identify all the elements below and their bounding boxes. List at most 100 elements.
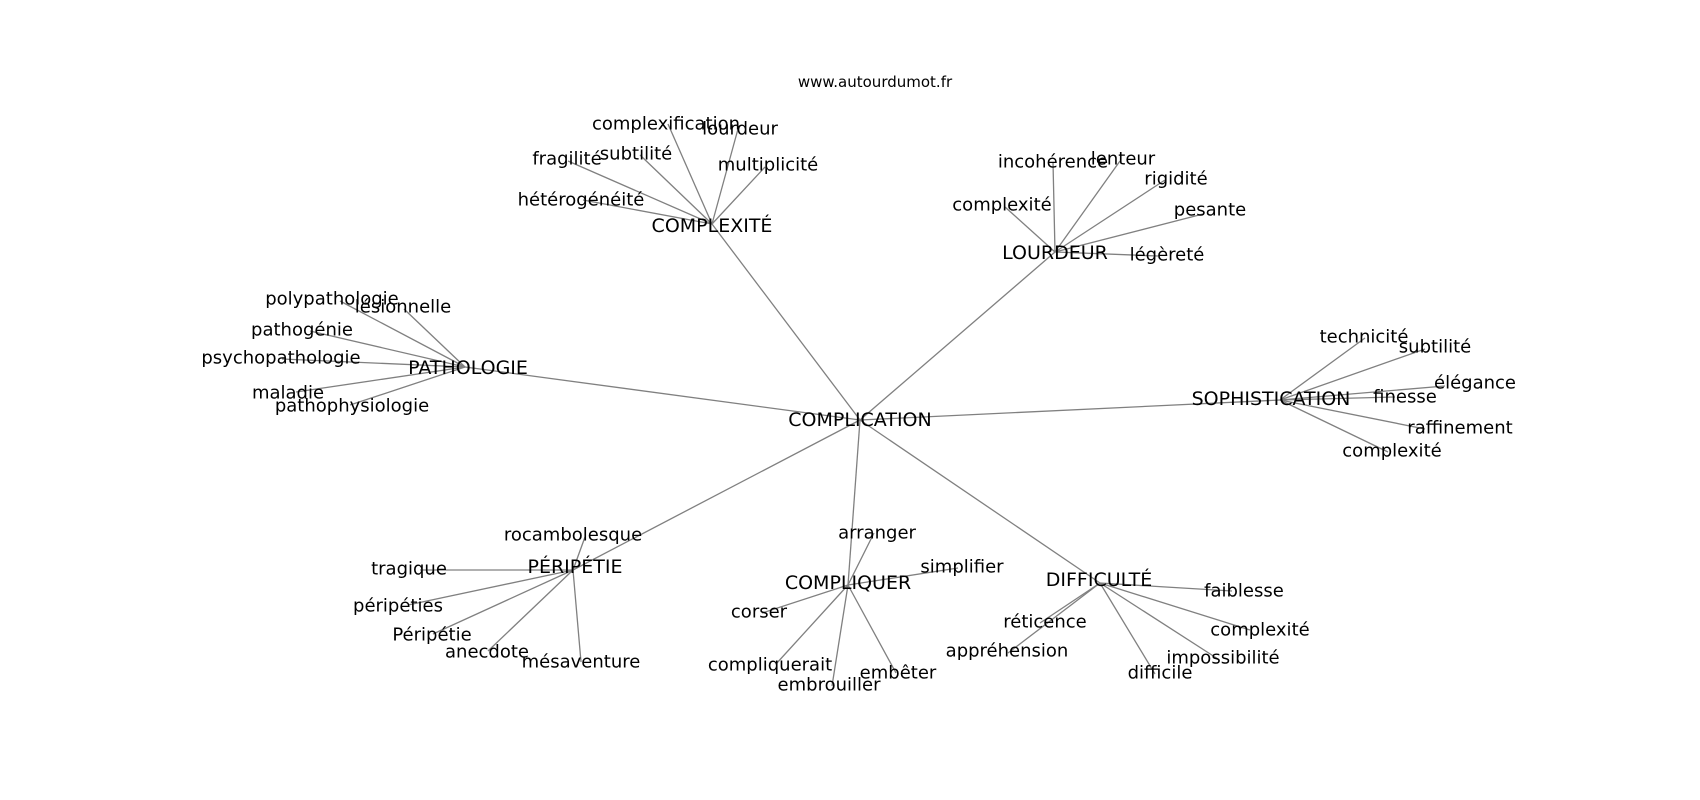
- edge-peripetie_hub-leaf-2: [407, 569, 574, 606]
- leaf-node-label[interactable]: Péripétie: [392, 625, 471, 646]
- edge-sophistication_hub-leaf-2: [1279, 385, 1446, 401]
- edge-difficulte_hub-leaf-0: [1099, 582, 1233, 592]
- edge-compliquer_hub-leaf-0: [847, 532, 875, 586]
- leaf-node-label[interactable]: psychopathologie: [201, 348, 360, 369]
- edge-difficulte_hub-leaf-1: [1039, 582, 1101, 624]
- edge-peripetie_hub-leaf-0: [572, 536, 586, 571]
- edge-complexite_hub-leaf-2: [639, 154, 713, 225]
- leaf-node-label[interactable]: hétérogénéité: [518, 190, 645, 211]
- leaf-node-label[interactable]: pathogénie: [251, 320, 353, 341]
- leaf-node-label[interactable]: complexification: [592, 114, 740, 135]
- leaf-node-label[interactable]: anecdote: [445, 642, 529, 663]
- edge-center-complexite_hub: [711, 223, 861, 421]
- leaf-node-label[interactable]: corser: [731, 602, 788, 623]
- hub-node-label[interactable]: DIFFICULTÉ: [1046, 568, 1152, 591]
- leaf-node-label[interactable]: élégance: [1434, 373, 1516, 394]
- edge-compliquer_hub-leaf-2: [761, 584, 849, 614]
- hub-node-label[interactable]: COMPLIQUER: [785, 572, 911, 594]
- leaf-node-label[interactable]: rigidité: [1144, 169, 1207, 190]
- leaf-node-label[interactable]: tragique: [371, 559, 447, 580]
- edge-lourdeur_hub-leaf-0: [1052, 161, 1056, 253]
- leaf-node-label[interactable]: complexité: [1210, 620, 1309, 641]
- hub-node-label[interactable]: SOPHISTICATION: [1192, 388, 1351, 410]
- hub-node-label[interactable]: COMPLEXITÉ: [652, 214, 773, 237]
- leaf-node-label[interactable]: polypathologie: [265, 289, 399, 310]
- edge-lourdeur_hub-leaf-3: [1004, 206, 1056, 253]
- edge-sophistication_hub-leaf-4: [1279, 399, 1426, 430]
- edge-center-sophistication_hub: [859, 399, 1281, 421]
- edge-complexite_hub-leaf-1: [711, 128, 739, 225]
- edge-center-lourdeur_hub: [859, 251, 1056, 421]
- edge-complexite_hub-leaf-4: [711, 166, 766, 225]
- leaf-node-label[interactable]: péripéties: [353, 596, 443, 617]
- edge-lourdeur_hub-leaf-2: [1054, 179, 1166, 253]
- edge-sophistication_hub-leaf-0: [1279, 337, 1366, 401]
- leaf-node-label[interactable]: faiblesse: [1204, 581, 1284, 602]
- edge-peripetie_hub-leaf-4: [487, 569, 574, 652]
- edge-complexite_hub-leaf-0: [667, 123, 713, 225]
- leaf-node-label[interactable]: maladie: [252, 383, 324, 404]
- edge-compliquer_hub-leaf-4: [831, 584, 849, 687]
- edge-difficulte_hub-leaf-3: [1007, 582, 1101, 654]
- edge-difficulte_hub-leaf-5: [1099, 582, 1156, 675]
- leaf-node-label[interactable]: incohérence: [998, 152, 1108, 173]
- edge-sophistication_hub-leaf-5: [1279, 399, 1389, 453]
- edge-compliquer_hub-leaf-5: [847, 584, 897, 674]
- edge-pathologie_hub-leaf-0: [339, 300, 466, 368]
- leaf-node-label[interactable]: fragilité: [532, 149, 601, 170]
- watermark-text: www.autourdumot.fr: [798, 73, 953, 91]
- edge-peripetie_hub-leaf-5: [572, 569, 582, 663]
- edge-pathologie_hub-leaf-3: [281, 358, 466, 368]
- leaf-node-label[interactable]: simplifier: [920, 557, 1004, 578]
- edge-pathologie_hub-leaf-4: [295, 366, 466, 393]
- leaf-node-label[interactable]: finesse: [1373, 387, 1437, 408]
- edge-sophistication_hub-leaf-1: [1279, 348, 1426, 401]
- edge-complexite_hub-leaf-5: [582, 199, 713, 225]
- edge-difficulte_hub-leaf-2: [1099, 582, 1251, 631]
- edge-complexite_hub-leaf-3: [567, 160, 713, 225]
- leaf-node-label[interactable]: pathophysiologie: [275, 396, 429, 417]
- leaf-node-label[interactable]: rocambolesque: [504, 525, 642, 546]
- edge-sophistication_hub-leaf-3: [1279, 396, 1396, 401]
- edge-peripetie_hub-leaf-3: [432, 569, 574, 635]
- leaf-node-label[interactable]: technicité: [1320, 327, 1409, 348]
- leaf-node-label[interactable]: mésaventure: [522, 652, 641, 673]
- edge-center-difficulte_hub: [859, 419, 1101, 584]
- edge-pathologie_hub-leaf-5: [349, 366, 466, 406]
- leaf-node-label[interactable]: embrouiller: [778, 675, 882, 696]
- leaf-node-label[interactable]: subtilité: [1399, 337, 1471, 358]
- graph-labels: www.autourdumot.fr COMPLICATION COMPLEXIT…: [201, 73, 1516, 696]
- leaf-node-label[interactable]: raffinement: [1407, 418, 1512, 439]
- edge-lourdeur_hub-leaf-4: [1054, 213, 1204, 253]
- leaf-node-label[interactable]: pesante: [1174, 200, 1246, 221]
- edge-center-peripetie_hub: [572, 419, 861, 571]
- leaf-node-label[interactable]: réticence: [1003, 612, 1087, 633]
- leaf-node-label[interactable]: difficile: [1128, 663, 1193, 684]
- edge-difficulte_hub-leaf-4: [1099, 582, 1219, 660]
- edge-center-compliquer_hub: [847, 419, 861, 586]
- leaf-node-label[interactable]: arranger: [838, 523, 916, 544]
- hub-node-label[interactable]: PÉRIPÉTIE: [528, 555, 623, 578]
- graph-edges: [281, 123, 1446, 687]
- edge-pathologie_hub-leaf-1: [403, 308, 466, 368]
- leaf-node-label[interactable]: appréhension: [946, 641, 1069, 662]
- leaf-node-label[interactable]: complexité: [1342, 441, 1441, 462]
- leaf-node-label[interactable]: embêter: [860, 663, 937, 684]
- leaf-node-label[interactable]: légèreté: [1130, 245, 1205, 266]
- leaf-node-label[interactable]: lourdeur: [702, 119, 778, 140]
- hub-node-label[interactable]: LOURDEUR: [1002, 242, 1108, 264]
- edge-center-pathologie_hub: [464, 366, 861, 421]
- edge-lourdeur_hub-leaf-5: [1054, 251, 1159, 257]
- leaf-node-label[interactable]: multiplicité: [718, 155, 818, 176]
- edge-pathologie_hub-leaf-2: [309, 330, 466, 368]
- leaf-node-label[interactable]: complexité: [952, 195, 1051, 216]
- edge-compliquer_hub-leaf-1: [847, 567, 959, 586]
- leaf-node-label[interactable]: impossibilité: [1166, 648, 1279, 669]
- leaf-node-label[interactable]: lésionnelle: [355, 297, 451, 318]
- leaf-node-label[interactable]: lenteur: [1091, 149, 1156, 170]
- center-node-label[interactable]: COMPLICATION: [788, 409, 931, 431]
- edge-compliquer_hub-leaf-3: [775, 584, 849, 665]
- leaf-node-label[interactable]: subtilité: [600, 144, 672, 165]
- leaf-node-label[interactable]: compliquerait: [708, 655, 832, 676]
- hub-node-label[interactable]: PATHOLOGIE: [408, 357, 528, 379]
